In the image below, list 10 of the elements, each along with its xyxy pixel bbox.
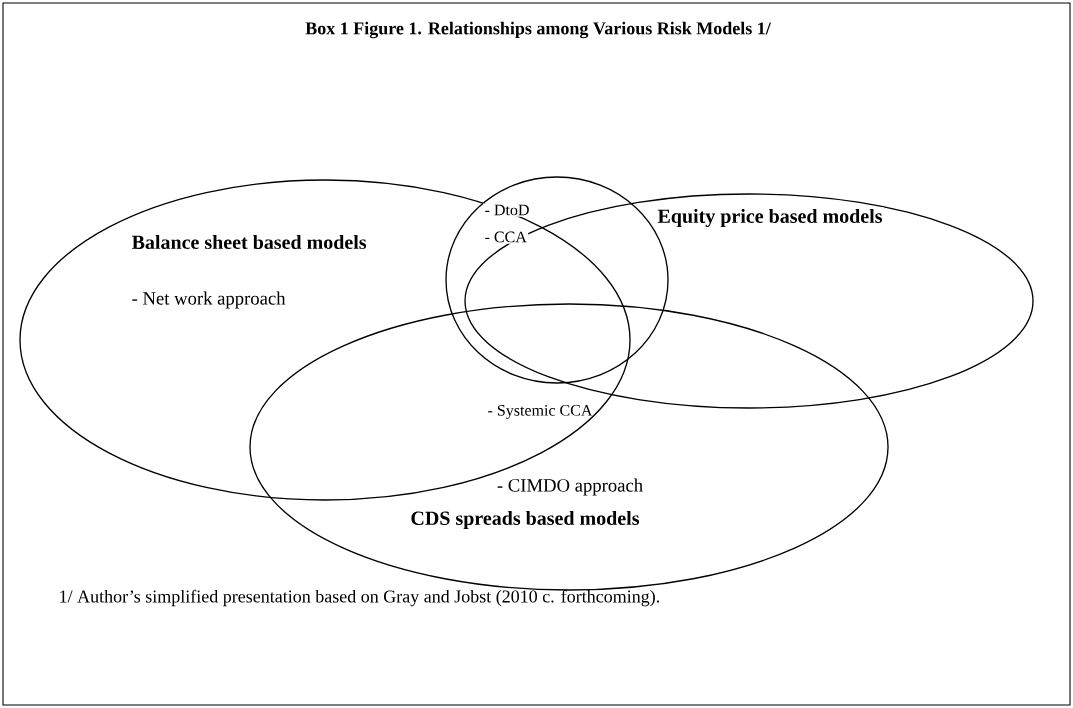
list-item: - CIMDO approach xyxy=(495,477,645,497)
list-item: - DtoD xyxy=(483,203,531,217)
figure-title: Box 1 Figure 1. Relationships among Various Risk Models 1/ xyxy=(305,21,771,39)
footnote: 1/ Author’s simplified presentation based on Gray and Jobst (2010 c. forthcoming). xyxy=(60,589,659,607)
group-heading: Balance sheet based models xyxy=(130,233,368,251)
list-item: - Net work approach xyxy=(130,290,287,310)
group-heading: Equity price based models xyxy=(656,207,884,229)
list-item: - CCA xyxy=(483,230,529,244)
list-item: - Systemic CCA xyxy=(488,404,593,419)
group-heading: CDS spreads based models xyxy=(409,509,641,531)
